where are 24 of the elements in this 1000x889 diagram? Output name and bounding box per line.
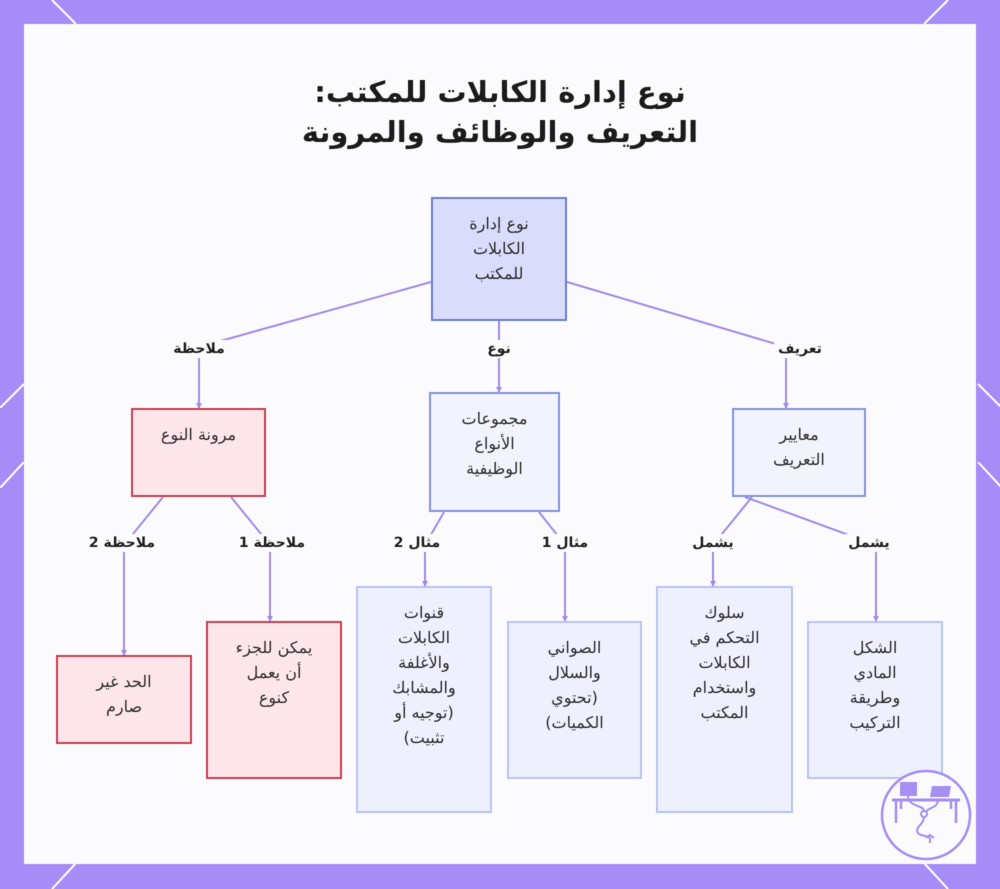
connector-line [196,281,432,409]
category-box [429,392,560,512]
node-text: الحد غير صارم [94,671,153,718]
node-text: معايير التعريف [772,424,826,471]
node-text: يمكن للجزء أن يعمل كنوع [234,637,314,709]
detail-box [656,586,793,813]
node-text: الشكل المادي وطريقة التركيب [848,637,902,734]
node-text: الصواني والسلال (تحتوي الكميات) [544,637,605,734]
root-box [431,197,567,321]
note-box [56,655,192,744]
note-box [206,621,342,779]
node-text: سلوك التحكم في الكابلات واستخدام المكتب [688,602,761,724]
connector-line [121,496,164,656]
detail-box [807,621,943,779]
detail-box [356,586,492,813]
diagram-title: نوع إدارة الكابلات للمكتب: التعريف والوظائف والمرونة [300,74,700,152]
node-text: مجموعات الأنواع الوظيفية [460,408,528,480]
node-text: نوع إدارة الكابلات للمكتب [468,213,530,285]
node-text: قنوات الكابلات والأغلفة والمشابك (توجيه أو تثبيت) [391,602,457,749]
node-text: مرونة النوع [160,424,236,446]
category-box [732,408,866,497]
connector-line [566,281,789,409]
note-box [131,408,266,497]
detail-box [507,621,642,779]
